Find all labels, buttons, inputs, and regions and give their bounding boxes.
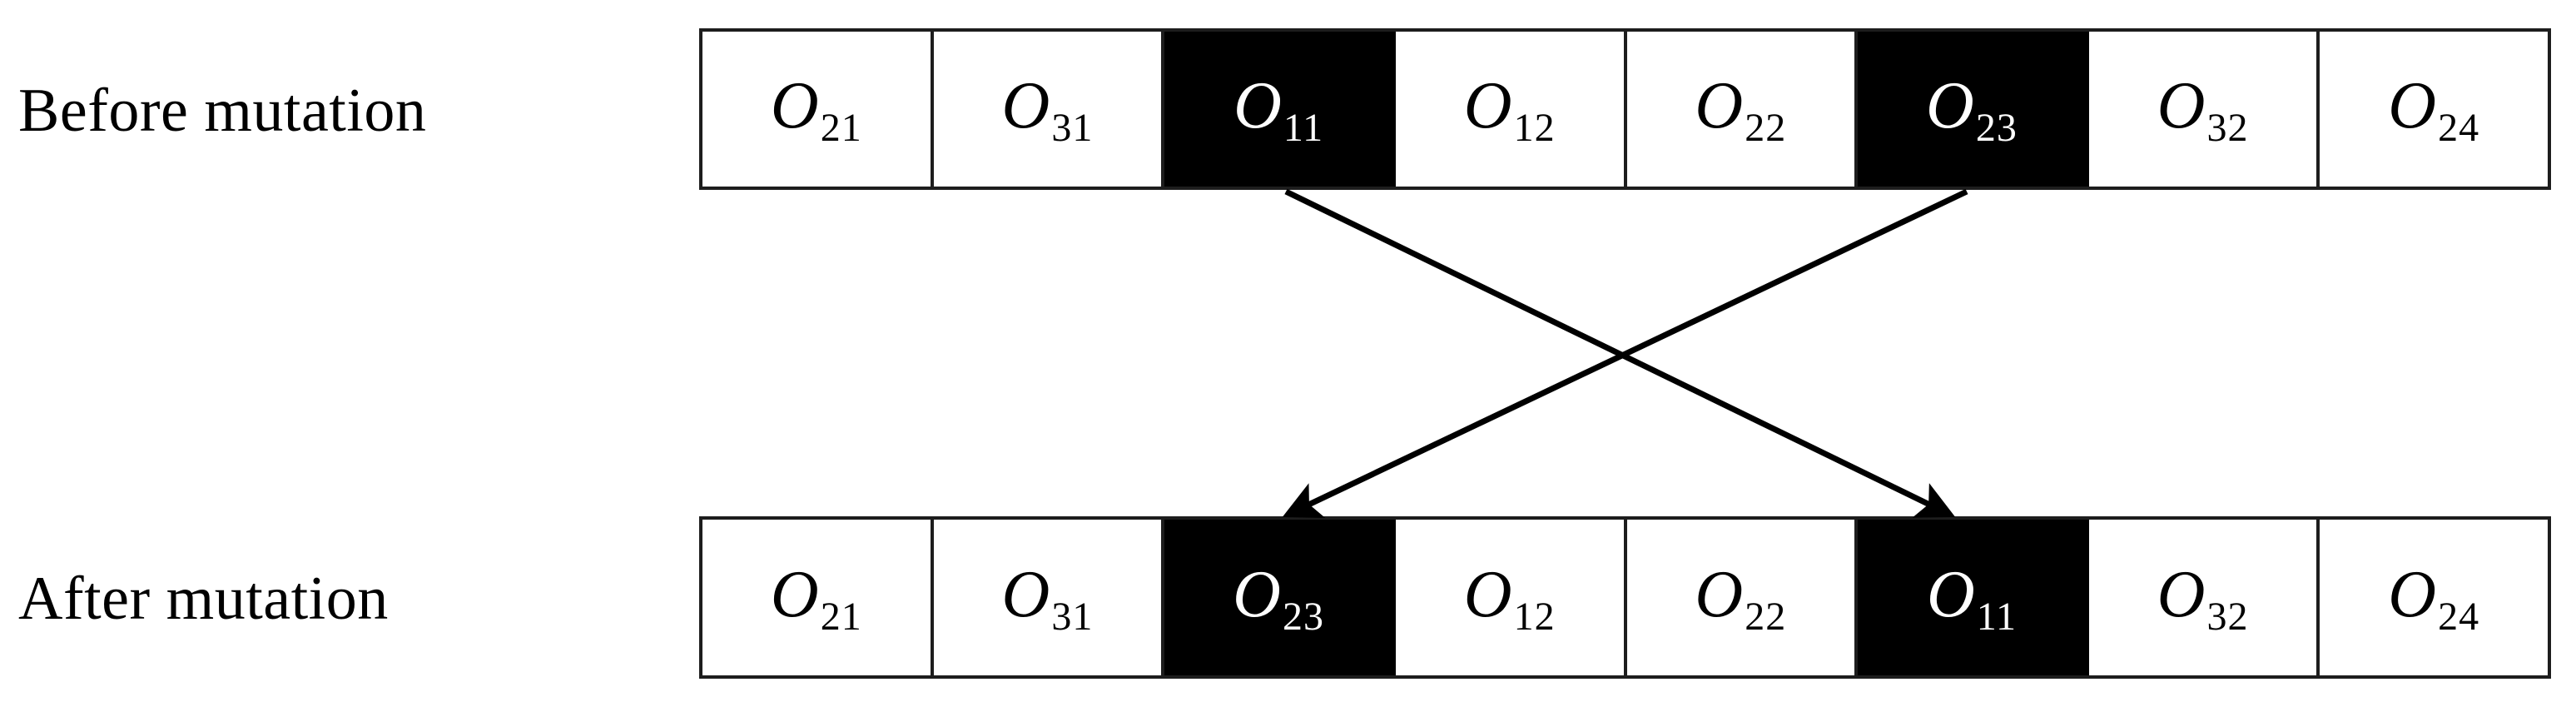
gene-base-symbol: O [1233, 69, 1282, 142]
gene-base-symbol: O [770, 557, 819, 631]
after-mutation-label: After mutation [18, 565, 389, 633]
gene-base-symbol: O [1695, 69, 1744, 142]
gene-subscript: 32 [2206, 106, 2249, 150]
gene-base-symbol: O [770, 69, 819, 142]
gene-subscript: 21 [820, 594, 862, 639]
gene-subscript: 22 [1745, 106, 1787, 150]
gene-subscript: 31 [1051, 106, 1094, 150]
gene-subscript: 11 [1976, 594, 2017, 639]
before-mutation-label: Before mutation [18, 77, 427, 145]
gene-base-symbol: O [1463, 69, 1512, 142]
gene-subscript: 12 [1513, 594, 1556, 639]
gene-base-symbol: O [2388, 69, 2437, 142]
gene-subscript: 23 [1282, 594, 1324, 639]
gene-subscript: 32 [2206, 594, 2249, 639]
gene-base-symbol: O [1001, 557, 1050, 631]
gene-base-symbol: O [1926, 69, 1974, 142]
gene-subscript: 22 [1745, 594, 1787, 639]
gene-subscript: 24 [2438, 106, 2480, 150]
gene-base-symbol: O [1463, 557, 1512, 631]
gene-subscript: 11 [1283, 106, 1324, 150]
gene-subscript: 24 [2438, 594, 2480, 639]
gene-subscript: 23 [1975, 106, 2018, 150]
gene-subscript: 21 [820, 106, 862, 150]
gene-base-symbol: O [1926, 557, 1975, 631]
gene-subscript: 12 [1513, 106, 1556, 150]
gene-base-symbol: O [2157, 69, 2206, 142]
swap-arrow [1284, 188, 1956, 518]
gene-subscript: 31 [1051, 594, 1094, 639]
gene-base-symbol: O [2388, 557, 2437, 631]
gene-base-symbol: O [1233, 557, 1281, 631]
gene-base-symbol: O [1001, 69, 1050, 142]
gene-base-symbol: O [1695, 557, 1744, 631]
swap-arrow [1282, 188, 1968, 519]
gene-base-symbol: O [2157, 557, 2206, 631]
